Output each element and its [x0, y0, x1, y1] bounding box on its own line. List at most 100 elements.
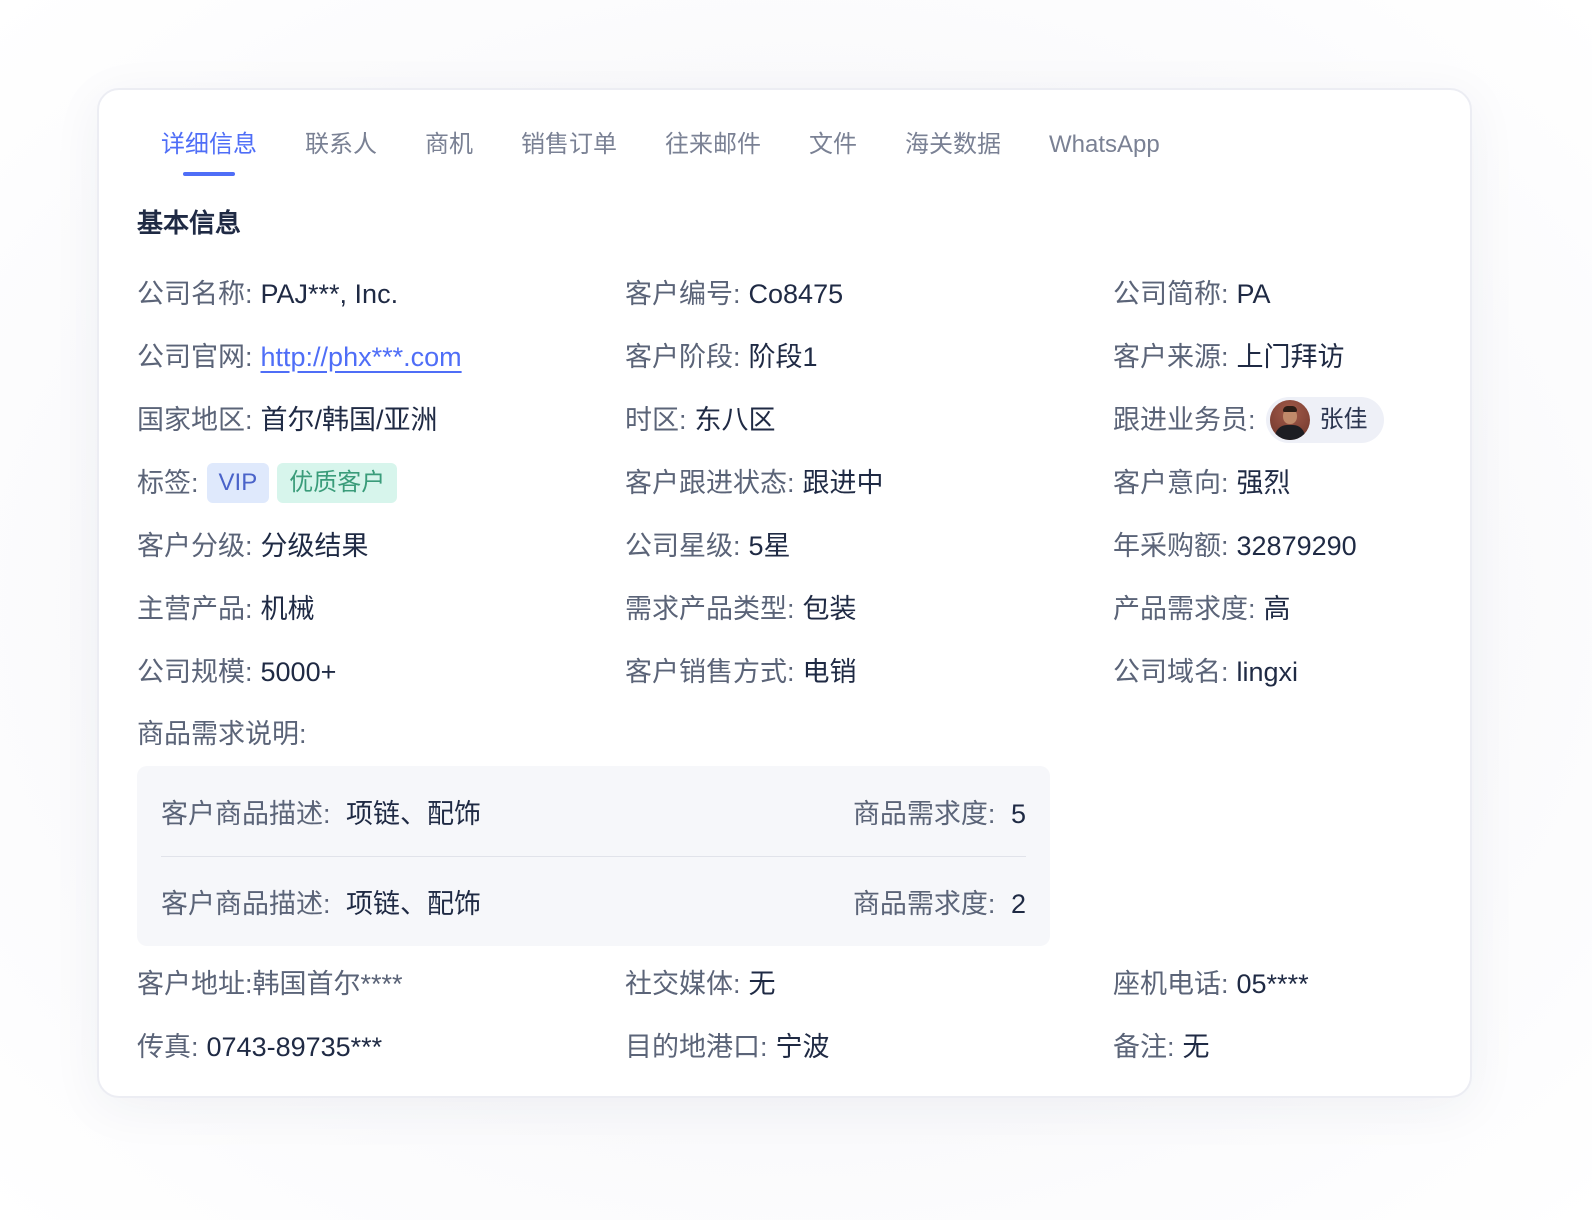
list-item: 客户商品描述: 项链、配饰 商品需求度: 5 — [161, 766, 1026, 856]
field-label: 客户意向: — [1113, 467, 1229, 498]
field-fax: 传真: 0743-89735*** — [137, 1029, 625, 1065]
field-star: 公司星级: 5星 — [625, 528, 1113, 564]
field-salesperson: 跟进业务员: 张佳 — [1113, 396, 1437, 443]
field-value: Co8475 — [748, 278, 844, 309]
field-company-name: 公司名称: PAJ***, Inc. — [137, 276, 625, 312]
info-row: 传真: 0743-89735*** 目的地港口: 宁波 备注: 无 — [137, 1015, 1437, 1078]
field-label: 客户编号: — [625, 278, 741, 309]
field-region: 国家地区: 首尔/韩国/亚洲 — [137, 402, 625, 438]
customer-detail-card: 详细信息 联系人 商机 销售订单 往来邮件 文件 海关数据 WhatsApp 基… — [97, 88, 1472, 1098]
field-landline: 座机电话: 05**** — [1113, 966, 1437, 1002]
tab-customs-data[interactable]: 海关数据 — [905, 131, 1001, 158]
field-label: 社交媒体: — [625, 968, 741, 999]
field-label: 目的地港口: — [625, 1031, 768, 1062]
info-grid: 公司名称: PAJ***, Inc. 客户编号: Co8475 公司简称: PA… — [137, 262, 1437, 703]
field-domain: 公司域名: lingxi — [1113, 654, 1437, 690]
field-value: 首尔/韩国/亚洲 — [260, 404, 438, 435]
tab-emails[interactable]: 往来邮件 — [665, 131, 761, 158]
field-label: 主营产品: — [137, 593, 253, 624]
field-value: 强烈 — [1236, 467, 1291, 498]
field-value: 高 — [1263, 593, 1291, 624]
tab-whatsapp[interactable]: WhatsApp — [1049, 131, 1160, 158]
info-row: 客户分级: 分级结果 公司星级: 5星 年采购额: 32879290 — [137, 514, 1437, 577]
tag-vip: VIP — [206, 462, 270, 503]
info-grid-bottom: 客户地址: 韩国首尔**** 社交媒体: 无 座机电话: 05**** 传真: … — [137, 952, 1437, 1078]
field-port: 目的地港口: 宁波 — [625, 1029, 1113, 1065]
field-label: 备注: — [1113, 1031, 1175, 1062]
field-address: 客户地址: 韩国首尔**** — [137, 966, 625, 1002]
tab-sales-orders[interactable]: 销售订单 — [521, 131, 617, 158]
field-label: 跟进业务员: — [1113, 404, 1256, 435]
field-value: 东八区 — [694, 404, 776, 435]
product-desc: 客户商品描述: 项链、配饰 — [161, 882, 481, 921]
avatar — [1269, 399, 1310, 440]
tab-files[interactable]: 文件 — [809, 131, 857, 158]
field-label: 座机电话: — [1113, 968, 1229, 999]
field-label: 客户地址: — [137, 968, 253, 999]
field-value: 阶段1 — [748, 341, 818, 372]
product-desc: 客户商品描述: 项链、配饰 — [161, 792, 481, 831]
product-desc-list: 客户商品描述: 项链、配饰 商品需求度: 5 客户商品描述: 项链、配饰 商品需… — [137, 766, 1050, 946]
field-value: 电销 — [802, 656, 857, 687]
field-label: 需求产品类型: — [625, 593, 795, 624]
field-annual-purchase: 年采购额: 32879290 — [1113, 528, 1437, 564]
field-social: 社交媒体: 无 — [625, 966, 1113, 1002]
field-value: 分级结果 — [260, 530, 369, 561]
field-company-short: 公司简称: PA — [1113, 276, 1437, 312]
field-product-demand: 产品需求度: 高 — [1113, 591, 1437, 627]
field-value: 项链、配饰 — [346, 889, 482, 919]
field-value: 2 — [1010, 889, 1026, 919]
field-label: 商品需求度: — [852, 889, 996, 919]
field-value: 上门拜访 — [1236, 341, 1345, 372]
field-value: 32879290 — [1236, 530, 1357, 561]
field-label: 公司规模: — [137, 656, 253, 687]
field-label: 公司星级: — [625, 530, 741, 561]
tab-details[interactable]: 详细信息 — [161, 128, 257, 176]
field-customer-stage: 客户阶段: 阶段1 — [625, 339, 1113, 375]
field-remark: 备注: 无 — [1113, 1029, 1437, 1065]
tab-contacts[interactable]: 联系人 — [305, 131, 377, 158]
field-label: 客户销售方式: — [625, 656, 795, 687]
info-row: 公司官网: http://phx***.com 客户阶段: 阶段1 客户来源: … — [137, 325, 1437, 388]
field-value: PAJ***, Inc. — [260, 278, 399, 309]
field-label: 客户商品描述: — [161, 798, 331, 829]
tag-quality-customer: 优质客户 — [277, 462, 398, 503]
field-customer-no: 客户编号: Co8475 — [625, 276, 1113, 312]
field-intention: 客户意向: 强烈 — [1113, 465, 1437, 501]
field-value: PA — [1236, 278, 1271, 309]
salesperson-name: 张佳 — [1319, 405, 1368, 433]
field-value: 5星 — [748, 530, 791, 561]
field-value: 韩国首尔**** — [252, 968, 403, 999]
field-value: 无 — [748, 968, 776, 999]
field-label: 客户商品描述: — [161, 889, 331, 919]
field-sales-method: 客户销售方式: 电销 — [625, 654, 1113, 690]
field-label: 传真: — [137, 1031, 199, 1062]
tab-opportunities[interactable]: 商机 — [425, 131, 473, 158]
tab-bar: 详细信息 联系人 商机 销售订单 往来邮件 文件 海关数据 WhatsApp — [161, 128, 1208, 178]
field-value: 无 — [1182, 1031, 1210, 1062]
field-follow-status: 客户跟进状态: 跟进中 — [625, 465, 1113, 501]
list-item: 客户商品描述: 项链、配饰 商品需求度: 2 — [161, 856, 1026, 946]
field-tags: 标签: VIP 优质客户 — [137, 462, 625, 503]
website-link[interactable]: http://phx***.com — [260, 341, 462, 372]
info-row: 客户地址: 韩国首尔**** 社交媒体: 无 座机电话: 05**** — [137, 952, 1437, 1015]
field-value: 5 — [1010, 798, 1026, 829]
field-label: 客户分级: — [137, 530, 253, 561]
field-label: 国家地区: — [137, 404, 253, 435]
field-value: 项链、配饰 — [346, 798, 482, 829]
field-value: 宁波 — [775, 1031, 830, 1062]
field-value: 5000+ — [260, 656, 337, 687]
field-timezone: 时区: 东八区 — [625, 402, 1113, 438]
field-label: 公司官网: — [137, 341, 253, 372]
salesperson-chip[interactable]: 张佳 — [1265, 396, 1384, 443]
field-label: 时区: — [625, 404, 687, 435]
field-label: 标签: — [137, 467, 199, 498]
field-label: 公司域名: — [1113, 656, 1229, 687]
field-website: 公司官网: http://phx***.com — [137, 339, 625, 375]
field-label: 商品需求度: — [852, 798, 996, 829]
field-value: 机械 — [260, 593, 315, 624]
info-row: 公司规模: 5000+ 客户销售方式: 电销 公司域名: lingxi — [137, 640, 1437, 703]
info-row: 国家地区: 首尔/韩国/亚洲 时区: 东八区 跟进业务员: 张佳 — [137, 388, 1437, 451]
product-demand-degree: 商品需求度: 2 — [853, 882, 1026, 921]
